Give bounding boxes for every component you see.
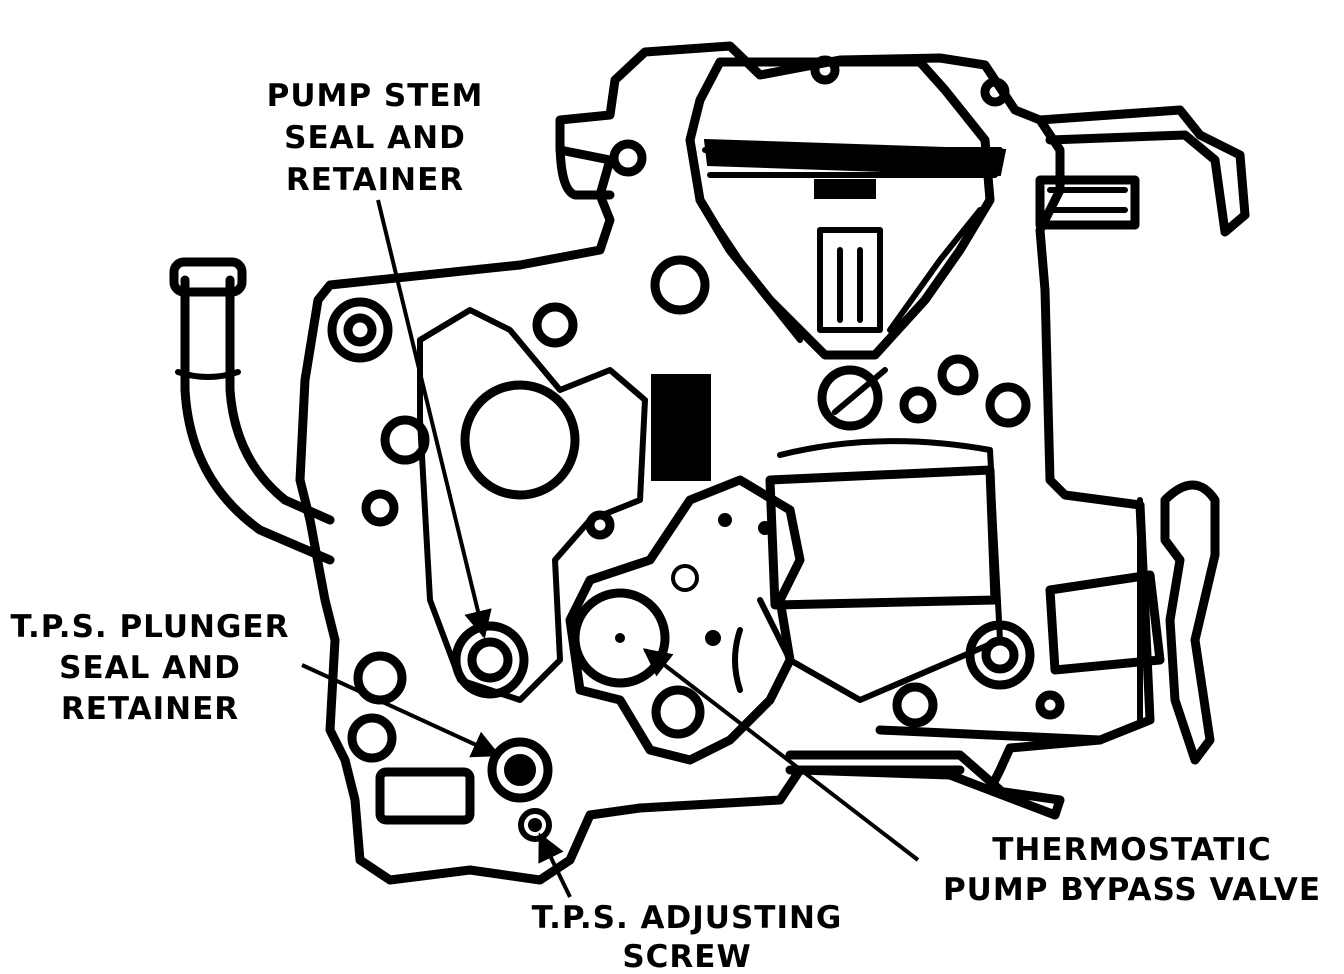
mount-hole-5 [650, 255, 710, 315]
lower-boss [375, 767, 475, 825]
leader-lines [301, 199, 920, 898]
tps-screw-label-line-2: SCREW [622, 939, 751, 974]
carburetor-body [169, 41, 1250, 885]
choke-pivot [817, 365, 883, 431]
fuel-inlet-tube-inner [225, 275, 335, 525]
mount-hole-7 [980, 77, 1010, 107]
small-port [585, 510, 615, 540]
tps-adjusting-screw-head [528, 818, 542, 832]
mount-hole-10 [899, 386, 937, 424]
mount-hole-8 [810, 55, 840, 85]
tps-adjusting-screw [518, 808, 552, 842]
label-pump-stem: PUMP STEM SEAL AND RETAINER [267, 78, 484, 198]
mount-hole-9 [937, 354, 979, 396]
tps-plunger-seal-inner [504, 754, 536, 786]
tps-screw-leader [538, 832, 572, 898]
air-horn-inner [702, 147, 1003, 343]
left-chamber [417, 307, 648, 703]
tps-plunger-seal-outer [487, 737, 553, 803]
bypass-valve-leader [642, 648, 920, 862]
label-tps-plunger: T.P.S. PLUNGER SEAL AND RETAINER [11, 609, 290, 727]
bypass-valve-label-line-1: THERMOSTATIC [992, 832, 1271, 868]
pump-stem-label-line-2: SEAL AND [284, 120, 466, 156]
mount-hole-12 [965, 620, 1035, 690]
mount-hole-6 [609, 139, 647, 177]
pump-stem-label-line-1: PUMP STEM [267, 78, 484, 114]
tps-plunger-leader [301, 663, 501, 758]
pump-stem-seal-outer [451, 621, 529, 699]
pump-stem-label-line-3: RETAINER [286, 162, 464, 198]
mount-hole-3 [347, 713, 397, 763]
pump-plate [565, 475, 805, 765]
throttle-bore-left [460, 380, 580, 500]
main-body-outline [295, 41, 1155, 885]
choke-housing-ribs [1047, 187, 1128, 213]
bypass-valve-center [615, 633, 625, 643]
tps-screw-label-line-1: T.P.S. ADJUSTING [532, 900, 843, 936]
mount-hole-12-inner [981, 636, 1019, 674]
idle-screw-boss [380, 415, 430, 465]
pump-stem-seal-inner [467, 637, 513, 683]
choke-housing [1035, 175, 1140, 230]
right-chamber-outline [757, 438, 1003, 703]
throttle-linkage [1045, 570, 1165, 675]
base-rail [785, 750, 1005, 795]
plate-port-1 [671, 564, 699, 592]
label-tps-screw: T.P.S. ADJUSTING SCREW [532, 900, 843, 974]
label-bypass-valve: THERMOSTATIC PUMP BYPASS VALVE [943, 832, 1321, 908]
tps-plunger-label-line-3: RETAINER [61, 691, 239, 727]
pump-stem-leader [376, 199, 492, 639]
top-left-nozzle [555, 135, 615, 200]
tps-plunger-label-line-2: SEAL AND [59, 650, 241, 686]
tps-plunger-label-line-1: T.P.S. PLUNGER [11, 609, 290, 645]
plate-slot [732, 627, 743, 693]
tube-cap [169, 257, 247, 297]
choke-pivot-slot [832, 367, 888, 415]
mount-hole-4 [361, 489, 399, 527]
fuel-inlet-tube [180, 275, 335, 565]
base-ledge [875, 725, 1105, 745]
mount-hole-1-inner [343, 313, 377, 347]
choke-lever [1035, 105, 1250, 237]
plate-rivet-3 [705, 630, 721, 646]
mount-hole-14 [1035, 690, 1065, 720]
mount-hole-13 [892, 682, 938, 728]
plate-rivet-1 [718, 513, 732, 527]
float-bowl-window [651, 374, 711, 481]
throttle-lever [1160, 480, 1220, 765]
bypass-valve-label-line-2: PUMP BYPASS VALVE [943, 872, 1321, 908]
plate-rivet-2 [758, 521, 772, 535]
throttle-bore-right [765, 465, 1000, 610]
top-boss [532, 302, 578, 348]
choke-linkage [817, 227, 883, 333]
mount-hole-1 [327, 297, 393, 363]
mount-hole-11 [985, 382, 1031, 428]
choke-plate [703, 138, 1007, 177]
bypass-valve-housing [570, 588, 670, 688]
lower-port [651, 685, 705, 739]
tube-ring [175, 369, 241, 380]
choke-shaft-block [814, 179, 876, 199]
